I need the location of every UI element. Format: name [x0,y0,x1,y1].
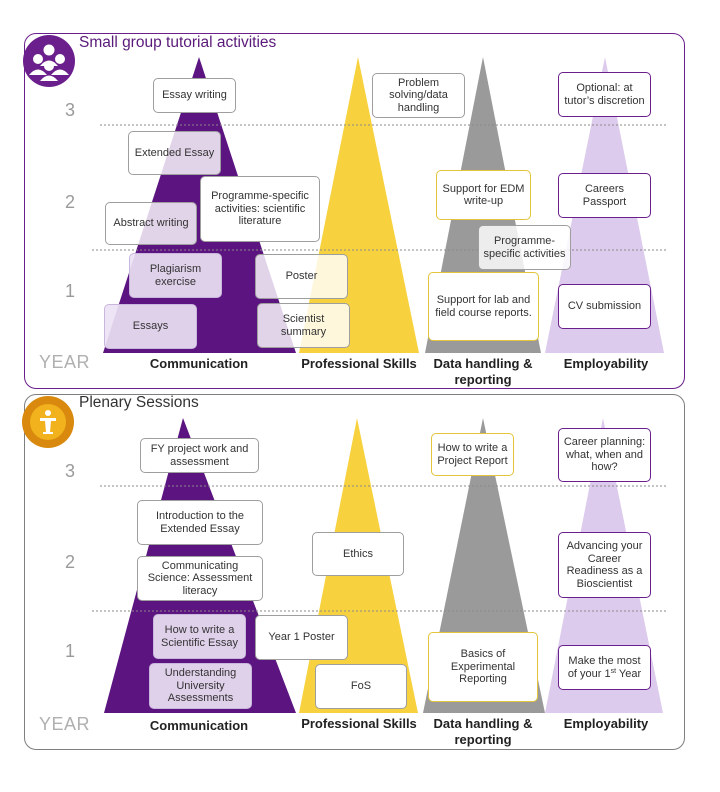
column-employability-bottom: Employability [563,716,649,731]
year-axis-label-top: YEAR [39,352,91,372]
group-people-icon [23,35,75,87]
box-advancing-career: Advancing your Career Readiness as a Bio… [558,532,651,598]
year-1-label-top: 1 [65,281,76,301]
box-make-most: Make the most of your 1st Year [558,645,651,690]
plenary-title: Plenary Sessions [79,394,199,411]
box-ethics: Ethics [312,532,404,576]
box-cv-submission: CV submission [558,284,651,329]
box-problem-solving: Problem solving/data handling [372,73,465,118]
column-data-bottom: Data handling & reporting [433,716,533,747]
box-essay-writing: Essay writing [153,78,236,113]
column-data-top: Data handling & reporting [433,356,533,387]
column-professional-top: Professional Skills [301,356,417,371]
box-how-to-write-report: How to write a Project Report [431,433,514,476]
box-plagiarism-exercise: Plagiarism exercise [129,253,222,298]
year-2-label-top: 2 [65,192,76,212]
box-understanding-assessments: Understanding University Assessments [149,663,252,709]
box-support-lab: Support for lab and field course reports… [428,272,539,341]
box-fy-project: FY project work and assessment [140,438,259,473]
column-employability-top: Employability [563,356,649,371]
box-basics-reporting: Basics of Experimental Reporting [428,632,538,702]
box-support-edm: Support for EDM write-up [436,170,531,220]
box-essays: Essays [104,304,197,349]
box-careers-passport: Careers Passport [558,173,651,218]
box-communicating-science: Communicating Science: Assessment litera… [137,556,263,601]
year-3-label-top: 3 [65,100,76,120]
small-group-panel [24,33,685,389]
box-programme-specific-scientific: Programme-specific activities: scientifi… [200,176,320,242]
column-professional-bottom: Professional Skills [301,716,417,731]
year-3-label-bottom: 3 [65,461,76,481]
plenary-panel [24,394,685,750]
column-communication-bottom: Communication [149,718,249,733]
box-optional-tutor: Optional: at tutor’s discretion [558,72,651,117]
box-how-to-write-essay: How to write a Scientific Essay [153,614,246,659]
make-most-text: Make the most of your 1st Year [567,655,642,680]
year-axis-label-bottom: YEAR [39,714,91,734]
box-poster: Poster [255,254,348,299]
box-fos: FoS [315,664,407,709]
column-communication-top: Communication [149,356,249,371]
year-2-label-bottom: 2 [65,552,76,572]
year-1-label-bottom: 1 [65,641,76,661]
small-group-title: Small group tutorial activities [79,34,277,51]
box-year1-poster: Year 1 Poster [255,615,348,660]
box-extended-essay: Extended Essay [128,131,221,175]
lectern-speaker-icon [22,396,74,448]
box-intro-extended-essay: Introduction to the Extended Essay [137,500,263,545]
box-abstract-writing: Abstract writing [105,202,197,245]
box-scientist-summary: Scientist summary [257,303,350,348]
box-programme-specific-activities: Programme-specific activities [478,225,571,270]
box-career-planning: Career planning: what, when and how? [558,428,651,482]
